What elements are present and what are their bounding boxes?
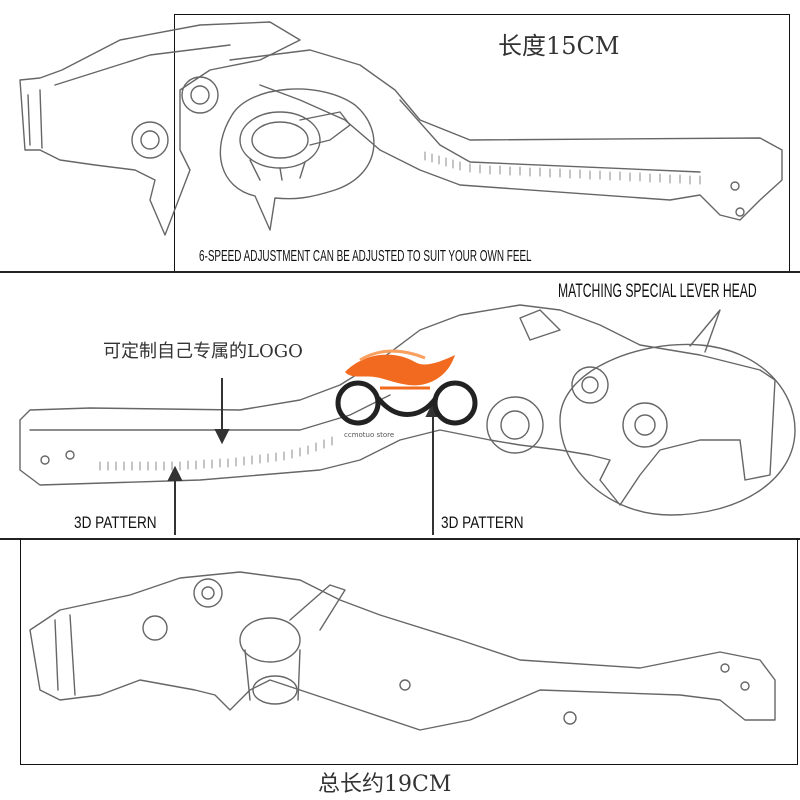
pattern-left-arrow-head: [167, 465, 183, 481]
custom-logo-note: 可定制自己专属的LOGO: [103, 341, 303, 362]
top-lever-drawing: [19, 21, 783, 236]
bottom-lever-drawing: [29, 571, 776, 731]
store-watermark: ccmotuo store: [344, 431, 395, 439]
lever-head-label: MATCHING SPECIAL LEVER HEAD: [558, 281, 757, 302]
logo-arrow-head: [214, 429, 230, 445]
middle-divider: [0, 538, 800, 540]
adjustment-note: 6-SPEED ADJUSTMENT CAN BE ADJUSTED TO SU…: [199, 248, 532, 265]
pattern-right-label: 3D PATTERN: [441, 513, 524, 532]
pattern-left-label: 3D PATTERN: [74, 513, 157, 532]
total-length-label: 总长约19CM: [318, 772, 452, 797]
top-divider: [0, 271, 800, 273]
store-logo-icon: [335, 349, 478, 426]
bottom-panel-frame: [20, 538, 798, 765]
length-label: 长度15CM: [498, 32, 620, 60]
